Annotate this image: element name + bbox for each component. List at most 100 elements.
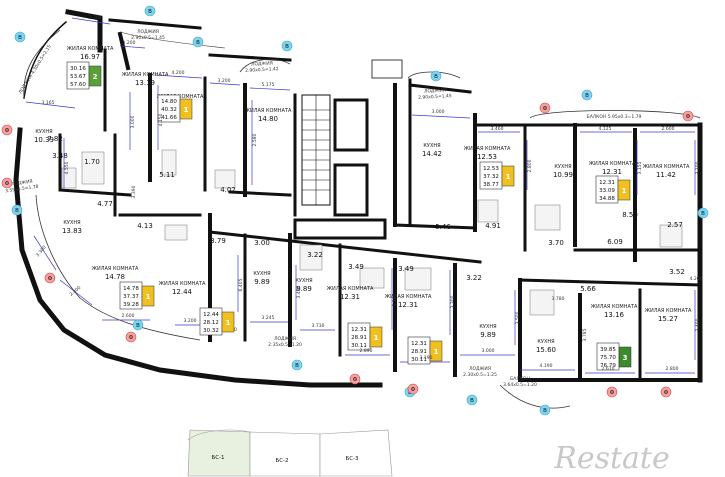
room-count-marker [88,65,102,87]
b-badge-text: B [136,323,140,329]
f-mark-text: Ф [686,114,691,120]
b-badge-6[interactable]: B [581,89,593,101]
dimension-31: 3.300 [450,295,456,308]
loggia-size-3: 2.90х0.5=1.45 [418,93,452,101]
b-badge-9[interactable]: B [132,319,144,331]
room-area-r17: 10.99 [553,171,573,179]
small-area-14: 5.46 [435,223,451,231]
b-badge-1[interactable]: B [144,5,156,17]
f-mark-text: Ф [353,377,358,383]
loggia-label-3: ЛОДЖИЯ [424,87,446,94]
b-badge-text: B [543,408,547,414]
f-mark-3[interactable]: Ф [44,272,56,284]
small-area-15: 4.91 [485,222,501,230]
room-label-r7: ЖИЛАЯ КОМНАТА [92,266,139,272]
panel-area-9-3: 76.79 [600,363,616,369]
loggia-size-2: 2.90х0.5=1.42 [245,66,279,74]
key-section-3[interactable] [319,429,393,477]
panel-area-9-2: 75.70 [600,355,616,361]
panel-area-3-2: 37.37 [123,294,139,300]
dimension-6: 3.165 [42,100,55,106]
room-count-marker [429,340,443,362]
f-mark-text: Ф [610,390,615,396]
f-mark-text: Ф [543,106,548,112]
f-mark-6[interactable]: Ф [407,383,419,395]
dimension-1: 3.200 [89,15,102,21]
room-area-r15: 14.42 [422,150,442,158]
b-badge-8[interactable]: B [697,207,709,219]
room-count-label: 2 [93,73,98,81]
small-area-17: 6.09 [607,238,623,246]
key-section-3-label: БС-3 [345,456,359,462]
b-badge-text: B [196,40,200,46]
key-section-1[interactable] [187,429,251,477]
f-mark-7[interactable]: Ф [539,102,551,114]
room-count-marker [617,179,631,201]
room-label-r16: ЖИЛАЯ КОМНАТА [464,146,511,152]
f-marks-layer: Ф Ф Ф Ф Ф Ф Ф Ф Ф Ф [1,102,694,398]
key-section-2-label: БС-2 [275,458,288,464]
dimension-8: 3.000 [130,115,136,128]
panel-area-8-3: 34.88 [599,196,615,202]
b-badge-5[interactable]: B [430,70,442,82]
dimension-5: 5.175 [262,82,275,88]
b-badge-12[interactable]: B [466,394,478,406]
room-count-label: 1 [146,293,151,301]
f-mark-5[interactable]: Ф [349,373,361,385]
f-mark-4[interactable]: Ф [125,331,137,343]
panel-area-1-2: 53.67 [70,74,86,80]
room-area-r18: 12.31 [602,168,622,176]
key-plan: БС-1 БС-2 БС-3 [187,429,393,477]
room-count-marker [179,98,193,120]
room-label-r13: КУХНЯ [479,324,496,330]
loggia-size-1: 2.90х0.5=1.45 [131,35,165,41]
dimension-34: 3.300 [35,244,48,258]
room-label-r20: ЖИЛАЯ КОМНАТА [591,304,638,310]
dimension-14: 2.600 [662,126,675,132]
f-mark-text: Ф [5,181,10,187]
loggia-label-4: ЛОДЖИЯ 4.30х0.5=2.15 [18,44,53,95]
room-area-r6: 13.83 [62,227,82,235]
small-area-8: 3.79 [210,237,226,245]
f-mark-9[interactable]: Ф [660,386,672,398]
f-mark-1[interactable]: Ф [1,124,13,136]
b-badge-2[interactable]: B [14,31,26,43]
room-area-r19: 11.42 [656,171,676,179]
f-mark-2[interactable]: Ф [1,177,13,189]
panel-area-6-3: 30.11 [411,357,427,363]
b-badge-7[interactable]: B [11,204,23,216]
dimension-3: 4.200 [172,70,185,76]
small-area-12: 3.49 [398,265,414,273]
dimension-20: 3.245 [262,315,275,321]
dimension-7: 4.550 [64,161,70,174]
loggia-size-9: 3.64х0.5=1.20 [503,382,537,388]
b-badge-10[interactable]: B [291,359,303,371]
f-mark-text: Ф [664,390,669,396]
panel-area-7-2: 37.32 [483,174,499,180]
panel-area-5-1: 12.31 [351,327,367,333]
room-count-label: 1 [226,319,231,327]
room-area-r21: 15.27 [658,315,678,323]
b-badge-4[interactable]: B [281,40,293,52]
key-section-2[interactable] [249,431,321,477]
small-area-7: 4.13 [137,222,153,230]
dimension-22: 2.890 [360,348,373,354]
b-badge-13[interactable]: B [539,404,551,416]
f-mark-10[interactable]: Ф [682,110,694,122]
b-badge-3[interactable]: B [192,36,204,48]
dimension-21: 3.730 [312,323,325,329]
f-mark-8[interactable]: Ф [606,386,618,398]
room-count-label: 1 [184,106,189,114]
small-area-20: 3.52 [669,268,685,276]
